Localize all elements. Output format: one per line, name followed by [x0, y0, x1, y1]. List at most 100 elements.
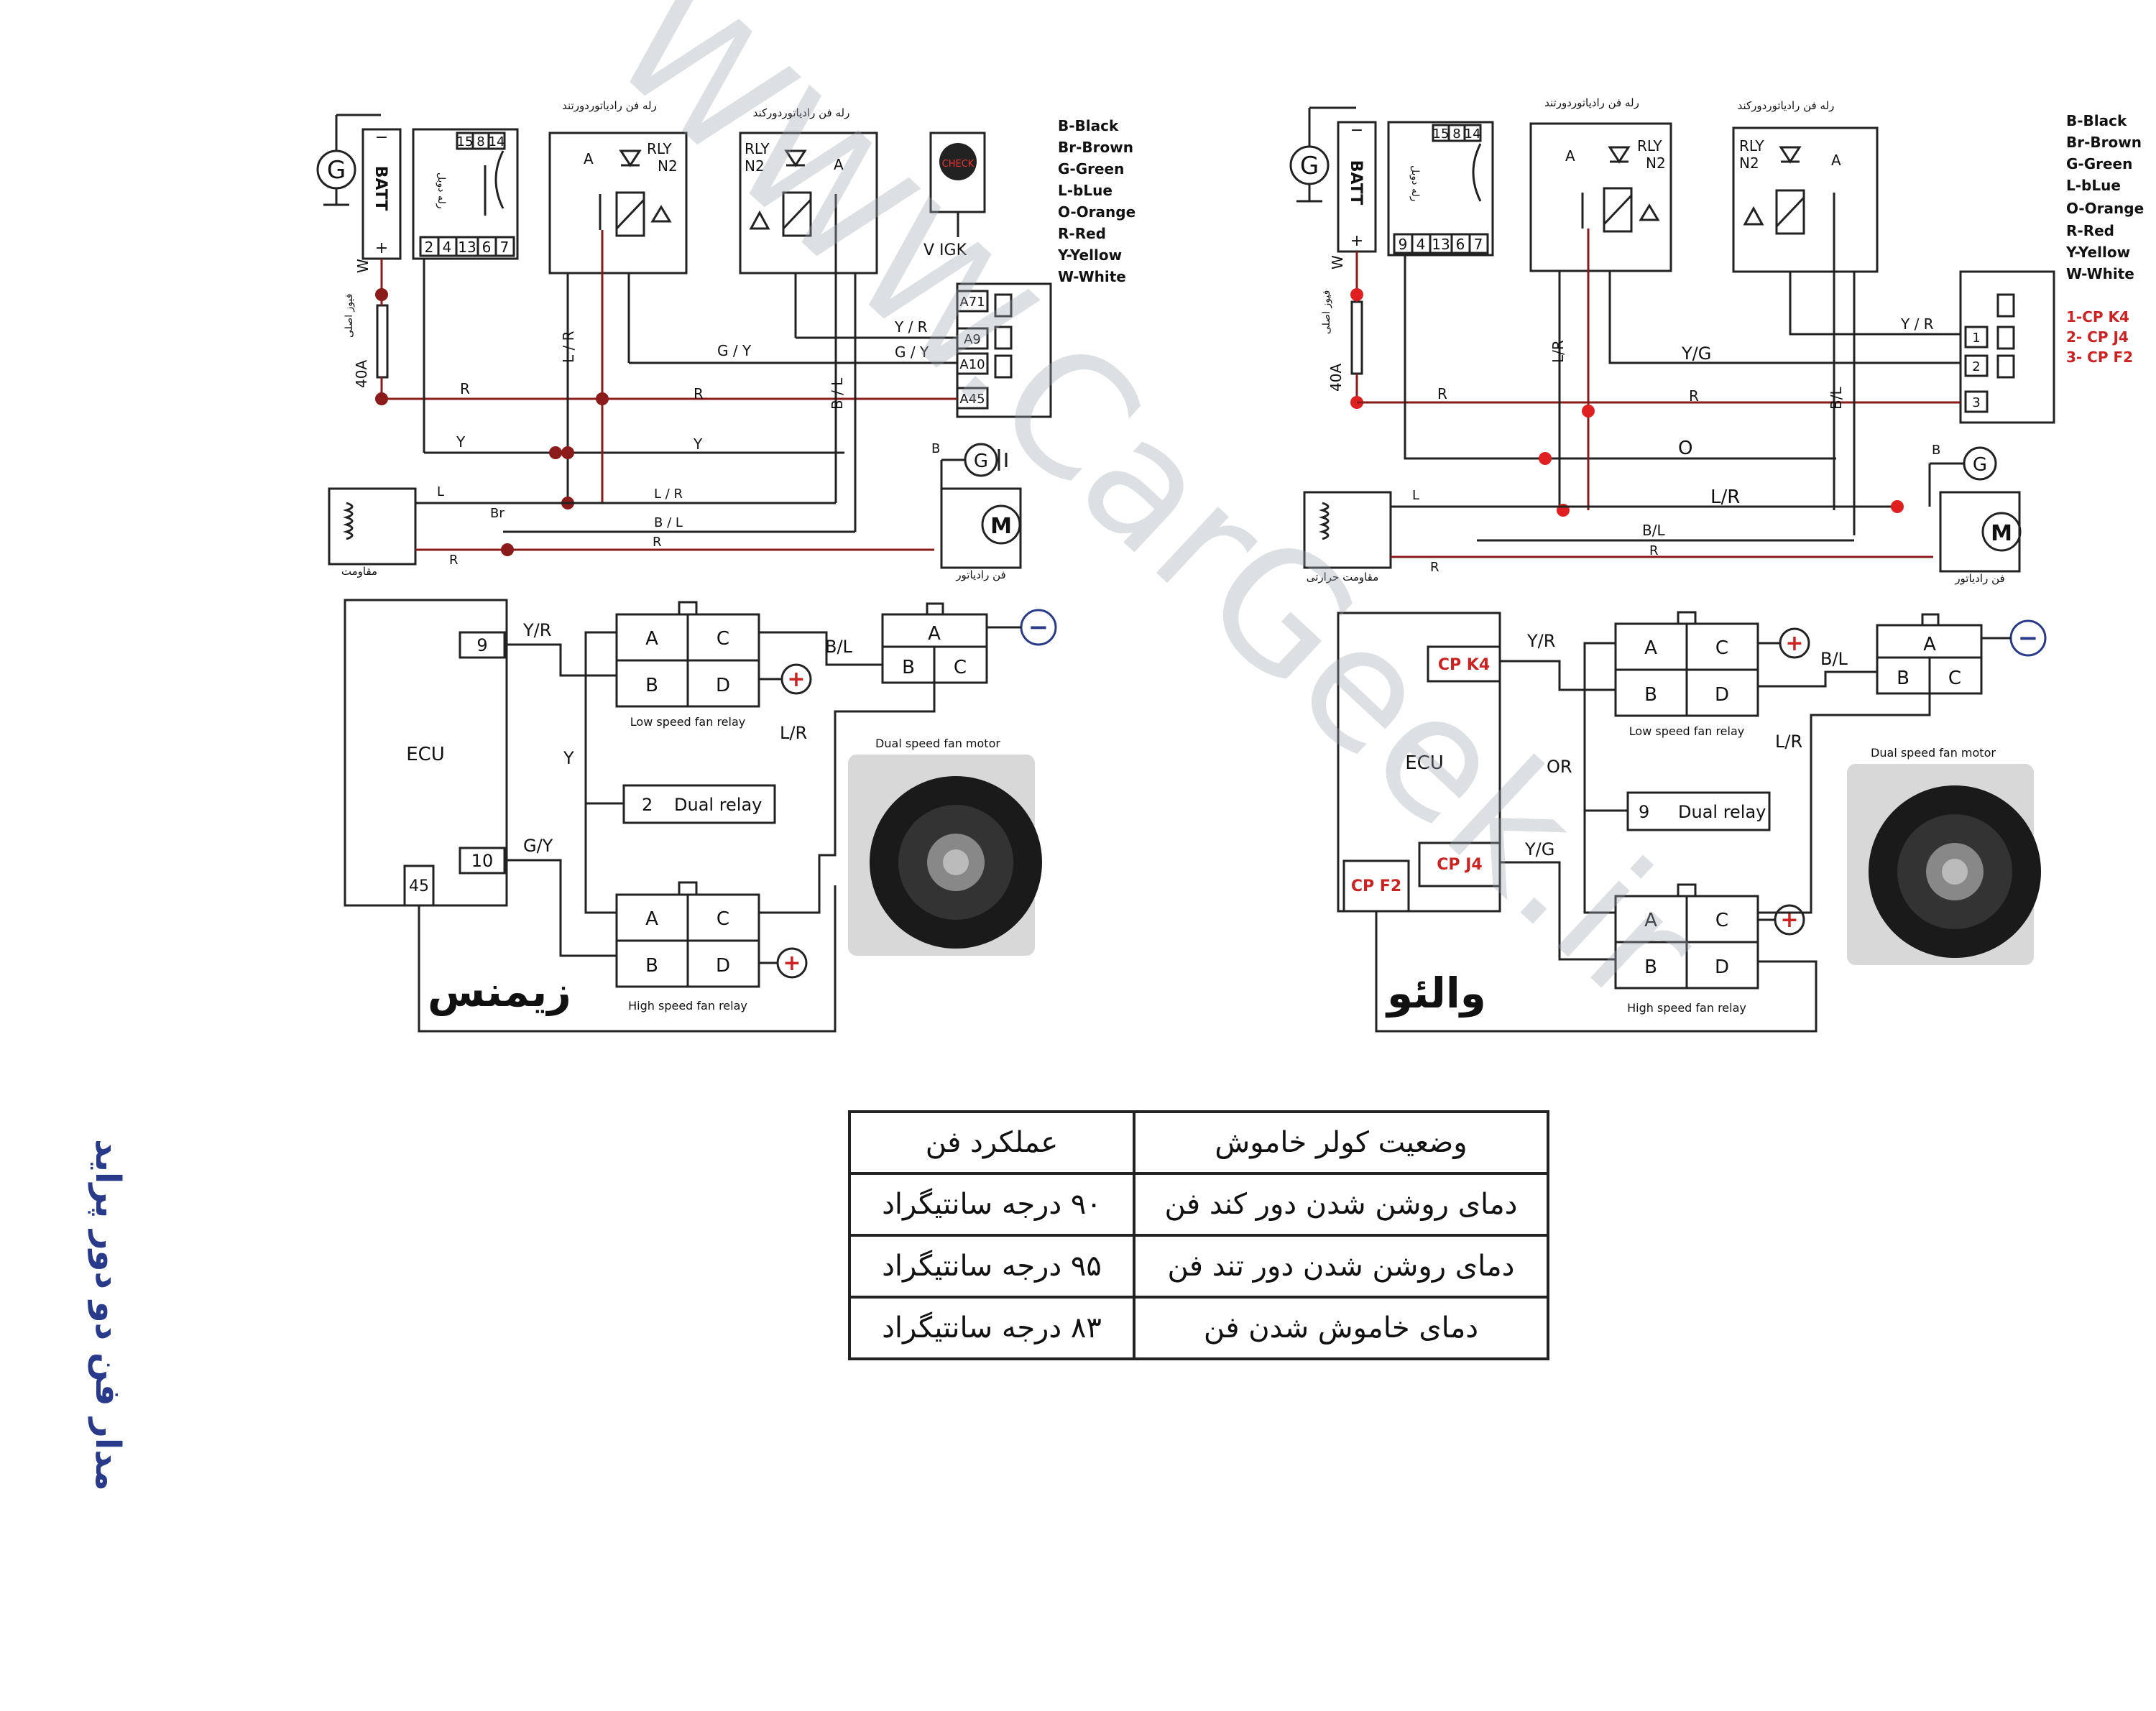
- svg-text:رله دوبل: رله دوبل: [1409, 165, 1421, 201]
- svg-text:13: 13: [1432, 236, 1450, 253]
- svg-text:Y-Yellow: Y-Yellow: [1057, 246, 1122, 264]
- ignition-relay-label: رله دوبل: [436, 172, 447, 208]
- resistor-label: مقاومت: [341, 565, 377, 578]
- svg-text:7: 7: [500, 239, 510, 256]
- main-fuse: [376, 304, 389, 379]
- svg-text:RLY: RLY: [1637, 137, 1662, 155]
- wire-w-label: W: [354, 259, 372, 273]
- check-label: CHECK: [942, 159, 975, 170]
- svg-text:C: C: [954, 657, 967, 678]
- svg-text:B: B: [645, 955, 658, 977]
- svg-text:6: 6: [1456, 236, 1465, 253]
- svg-text:A: A: [584, 150, 594, 167]
- svg-text:A9: A9: [964, 332, 981, 347]
- table-header: عملکرد فن: [848, 1110, 1135, 1175]
- high-relay-label: High speed fan relay: [628, 999, 747, 1013]
- svg-text:R: R: [460, 380, 470, 397]
- table-header: وضعیت کولر خاموش: [1133, 1110, 1549, 1175]
- fan-motor-label-left: Dual speed fan motor: [875, 737, 1000, 750]
- svg-text:A10: A10: [959, 357, 985, 372]
- svg-text:M: M: [1991, 521, 2012, 546]
- svg-text:رله فن رادیاتوردورکند: رله فن رادیاتوردورکند: [1738, 99, 1835, 112]
- svg-text:+: +: [787, 667, 805, 692]
- svg-text:B-Black: B-Black: [1058, 117, 1119, 134]
- svg-text:A45: A45: [959, 392, 985, 407]
- svg-text:R: R: [1649, 543, 1659, 558]
- svg-text:−: −: [1028, 613, 1049, 642]
- svg-text:+: +: [375, 239, 388, 257]
- svg-text:8: 8: [1452, 126, 1460, 142]
- svg-text:Dual relay: Dual relay: [1678, 802, 1766, 822]
- svg-text:High speed fan relay: High speed fan relay: [1627, 1001, 1746, 1015]
- low-relay-label: Low speed fan relay: [630, 715, 745, 729]
- svg-text:Y: Y: [456, 433, 466, 451]
- relay-fast-title: رله فن رادیاتوردورتند: [562, 99, 657, 112]
- svg-text:D: D: [716, 955, 730, 977]
- svg-text:−: −: [1350, 121, 1363, 139]
- svg-text:G / Y: G / Y: [717, 342, 752, 359]
- svg-text:B: B: [902, 657, 915, 678]
- valeo-title: والئو: [1385, 969, 1486, 1018]
- svg-text:4: 4: [1416, 236, 1426, 253]
- svg-text:O-Orange: O-Orange: [1058, 203, 1135, 221]
- svg-text:M: M: [990, 514, 1012, 539]
- siemens-title: زیمنس: [428, 967, 571, 1016]
- svg-text:Y: Y: [693, 435, 703, 453]
- svg-text:W-White: W-White: [1058, 268, 1126, 285]
- svg-text:A: A: [1565, 147, 1575, 165]
- svg-text:فیوز اصلی: فیوز اصلی: [1321, 290, 1332, 334]
- svg-text:OR: OR: [1547, 757, 1572, 777]
- svg-text:مقاومت حرارتی: مقاومت حرارتی: [1307, 571, 1379, 584]
- svg-text:A: A: [928, 623, 941, 645]
- svg-text:B: B: [1932, 443, 1940, 458]
- svg-text:Y / R: Y / R: [1900, 315, 1934, 333]
- table-cell: دمای خاموش شدن فن: [1133, 1296, 1549, 1360]
- svg-text:ECU: ECU: [1405, 752, 1444, 774]
- svg-text:RLY: RLY: [1739, 137, 1764, 155]
- svg-text:Dual relay: Dual relay: [674, 795, 762, 815]
- svg-text:2: 2: [642, 795, 653, 815]
- table-row: دمای روشن شدن دور تند فن ۹۵ درجه سانتیگر…: [848, 1234, 1549, 1299]
- svg-text:RLY: RLY: [745, 140, 770, 157]
- svg-text:+: +: [1350, 232, 1363, 250]
- svg-text:R-Red: R-Red: [1058, 225, 1106, 242]
- svg-text:N2: N2: [745, 157, 765, 175]
- svg-text:3: 3: [1972, 395, 1980, 410]
- svg-text:B / L: B / L: [654, 515, 683, 530]
- svg-text:−: −: [375, 129, 388, 147]
- svg-text:G-Green: G-Green: [1058, 160, 1124, 177]
- svg-text:L-bLue: L-bLue: [1058, 182, 1112, 199]
- svg-text:Br-Brown: Br-Brown: [1058, 139, 1133, 156]
- svg-text:A: A: [1923, 634, 1936, 655]
- relay-fast-box: [548, 132, 688, 275]
- svg-text:Y/R: Y/R: [1526, 631, 1555, 651]
- vigk-label: V IGK: [923, 241, 967, 259]
- table-cell: دمای روشن شدن دور کند فن: [1133, 1172, 1549, 1237]
- svg-text:2: 2: [425, 239, 434, 256]
- svg-text:Y/G: Y/G: [1681, 343, 1711, 364]
- svg-text:Br-Brown: Br-Brown: [2066, 134, 2142, 151]
- svg-text:6: 6: [482, 239, 492, 256]
- svg-text:L / R: L / R: [560, 331, 577, 363]
- svg-text:B / L: B / L: [829, 377, 846, 410]
- svg-text:Y: Y: [563, 748, 574, 768]
- svg-text:G: G: [1300, 152, 1319, 180]
- svg-text:A: A: [645, 908, 658, 930]
- svg-text:D: D: [716, 675, 730, 696]
- svg-text:−: −: [2018, 624, 2039, 652]
- svg-text:C: C: [717, 908, 729, 930]
- svg-text:RLY: RLY: [647, 140, 672, 157]
- relay-fast-box-right: [1529, 122, 1672, 272]
- svg-text:رله فن رادیاتوردورتند: رله فن رادیاتوردورتند: [1544, 96, 1639, 109]
- svg-text:+: +: [1780, 908, 1798, 933]
- color-legend-right: B-Black Br-Brown G-Green L-bLue O-Orange…: [2065, 112, 2144, 366]
- right-block-diagram: ECU CP K4 CP J4 CP F2 A C B D Low speed …: [1337, 611, 2047, 1033]
- svg-text:O: O: [1678, 438, 1692, 459]
- svg-text:Br: Br: [490, 506, 505, 521]
- svg-text:B: B: [1644, 956, 1657, 978]
- svg-text:B/L: B/L: [825, 637, 853, 657]
- svg-text:A: A: [1831, 152, 1841, 169]
- svg-text:W-White: W-White: [2066, 265, 2134, 282]
- svg-text:CP J4: CP J4: [1437, 856, 1482, 874]
